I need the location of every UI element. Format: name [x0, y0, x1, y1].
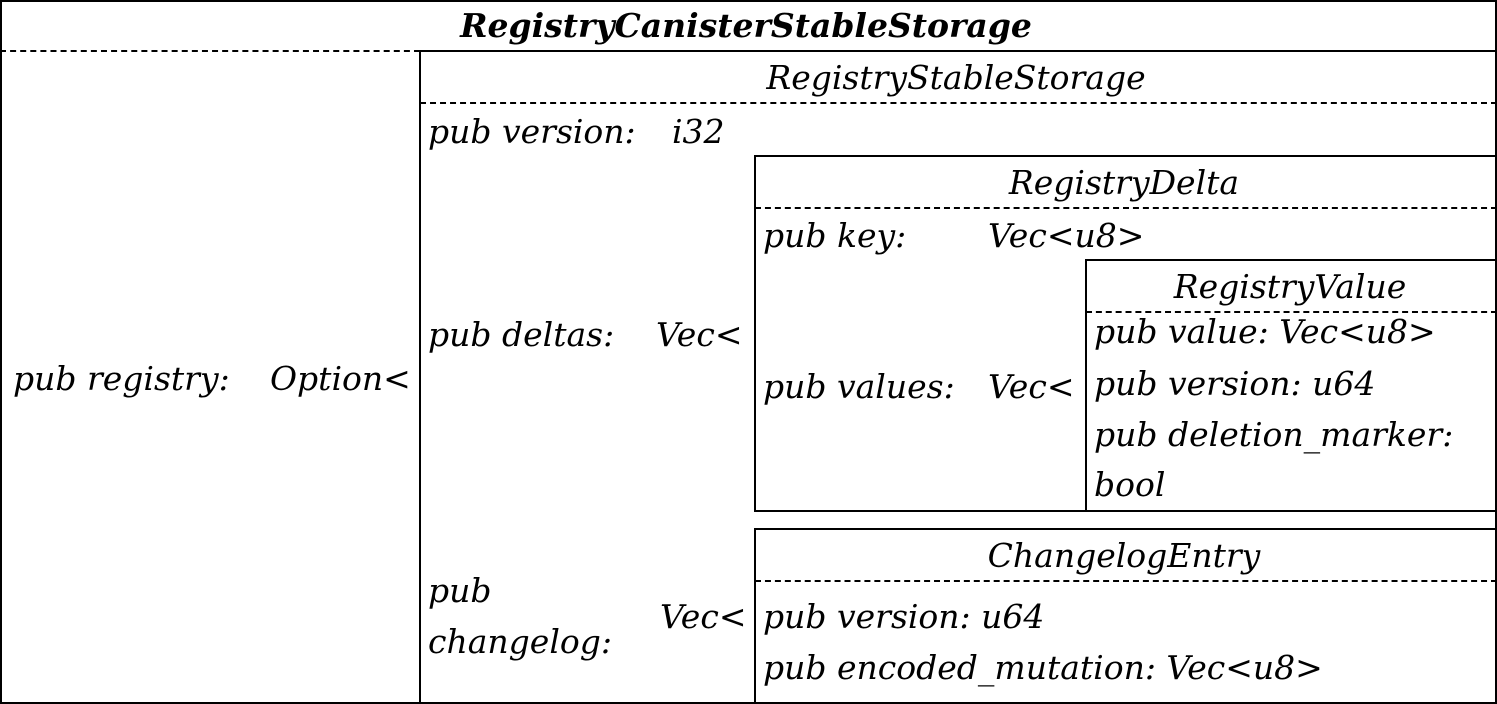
stable-storage-title-divider — [420, 102, 1497, 104]
version-field-name: pub version: — [428, 112, 636, 151]
outer-title-divider — [0, 50, 420, 52]
outer-struct-title: RegistryCanisterStableStorage — [460, 6, 1032, 45]
changelog-entry-box — [754, 528, 1497, 704]
values-field-name: pub values: — [763, 367, 955, 406]
registry-value-box — [1085, 259, 1497, 512]
version-field-type: i32 — [672, 112, 725, 151]
values-field-type: Vec< — [988, 367, 1075, 406]
deltas-field-name: pub deltas: — [428, 315, 615, 354]
key-field-type: Vec<u8> — [988, 216, 1145, 255]
registry-delta-title: RegistryDelta — [1008, 163, 1240, 202]
value-field: pub value: Vec<u8> — [1094, 312, 1436, 351]
encoded-mutation-field: pub encoded_mutation: Vec<u8> — [763, 648, 1323, 687]
changelog-field-type: Vec< — [660, 597, 747, 636]
changelog-field-name-line1: pub — [428, 571, 492, 610]
registry-field-type: Option< — [270, 359, 411, 398]
deletion-marker-type: bool — [1094, 465, 1166, 504]
stable-storage-title: RegistryStableStorage — [766, 58, 1146, 97]
changelog-version-field: pub version: u64 — [763, 597, 1045, 636]
changelog-entry-title: ChangelogEntry — [987, 536, 1261, 575]
changelog-field-name-line2: changelog: — [428, 622, 612, 661]
deletion-marker-field: pub deletion_marker: — [1094, 415, 1454, 454]
key-field-name: pub key: — [763, 216, 907, 255]
registry-value-title-divider — [1086, 311, 1497, 313]
registry-value-title: RegistryValue — [1173, 267, 1407, 306]
value-version-field: pub version: u64 — [1094, 364, 1376, 403]
changelog-entry-title-divider — [755, 580, 1497, 582]
registry-delta-title-divider — [755, 207, 1497, 209]
registry-field-name: pub registry: — [13, 359, 230, 398]
deltas-field-type: Vec< — [656, 315, 743, 354]
